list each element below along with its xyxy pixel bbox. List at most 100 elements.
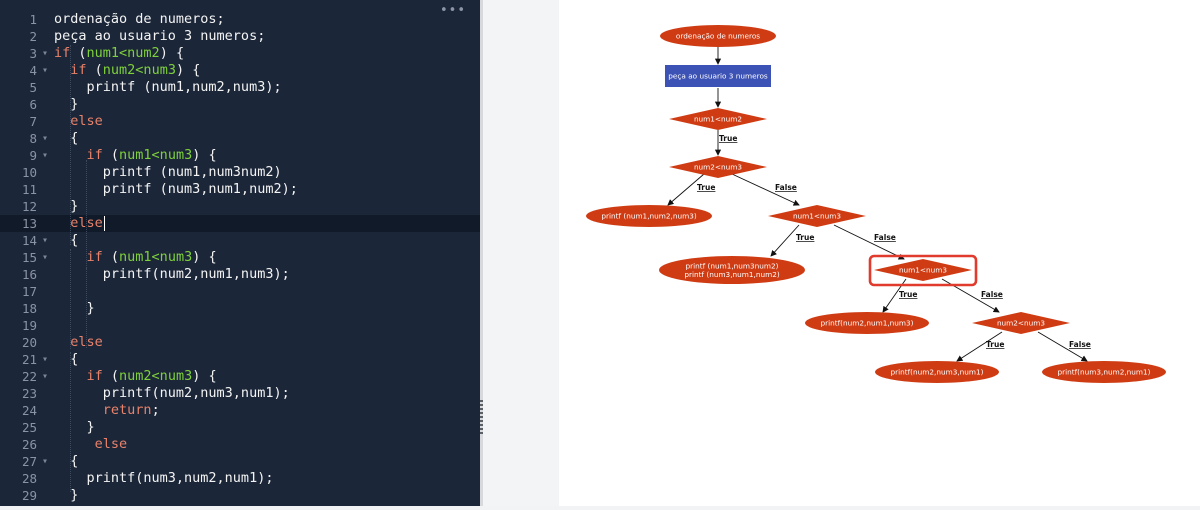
code-text[interactable]: } [54,96,78,113]
code-line[interactable]: 13 else [0,215,480,232]
node-label: num1<num3 [793,212,841,221]
fold-arrow-icon[interactable]: ▾ [42,354,49,365]
flow-node-diamond[interactable]: num2<num3 [972,312,1070,334]
code-line[interactable]: 5 printf (num1,num2,num3); [0,79,480,96]
flow-edge [1037,331,1088,362]
line-number: 19 [21,318,37,333]
code-text[interactable]: if (num2<num3) { [54,62,200,79]
code-text[interactable]: { [54,351,78,368]
code-line[interactable]: 21▾ { [0,351,480,368]
fold-arrow-icon[interactable]: ▾ [42,252,49,263]
code-line[interactable]: 4▾ if (num2<num3) { [0,62,480,79]
code-text[interactable]: } [54,419,95,436]
code-line[interactable]: 7 else [0,113,480,130]
code-text[interactable]: printf(num2,num3,num1); [54,385,290,402]
code-text[interactable]: } [54,198,78,215]
splitter-grip-icon[interactable] [480,400,483,434]
flow-node-rect[interactable]: peça ao usuario 3 numeros [665,65,771,87]
code-line[interactable]: 15 ▾ if (num1<num3) { [0,249,480,266]
code-line[interactable]: 20 else [0,334,480,351]
code-text[interactable]: else [54,334,103,351]
code-text[interactable]: peça ao usuario 3 numeros; [54,28,265,45]
code-line[interactable]: 28 printf(num3,num2,num1); [0,470,480,487]
code-line[interactable]: 24 return; [0,402,480,419]
fold-arrow-icon[interactable]: ▾ [42,456,49,467]
flow-node-diamond[interactable]: num1<num3 [768,205,866,227]
flow-node-ellipse[interactable]: printf(num2,num3,num1) [875,361,999,383]
code-text[interactable]: if (num1<num3) { [54,249,217,266]
code-text[interactable]: } [54,487,78,504]
code-text[interactable]: else [54,436,128,453]
line-number: 9 [29,148,37,163]
code-text[interactable]: printf (num3,num1,num2); [54,181,298,198]
edge-label: False [1069,340,1091,349]
code-line[interactable]: 6 } [0,96,480,113]
code-line[interactable]: 18 } [0,300,480,317]
code-text[interactable]: { [54,232,78,249]
line-number: 3 [29,46,37,61]
code-line[interactable]: 26 else [0,436,480,453]
fold-arrow-icon[interactable]: ▾ [42,150,49,161]
code-line[interactable]: 11 printf (num3,num1,num2); [0,181,480,198]
code-line[interactable]: 19 [0,317,480,334]
code-line[interactable]: 25 } [0,419,480,436]
code-line[interactable]: 17 [0,283,480,300]
flow-node-ellipse[interactable]: printf(num3,num2,num1) [1042,361,1166,383]
flow-node-ellipse[interactable]: printf (num1,num3num2)printf (num3,num1,… [659,256,805,284]
code-line[interactable]: 14▾ { [0,232,480,249]
code-line[interactable]: 27▾ { [0,453,480,470]
code-text[interactable]: printf (num1,num3num2) [54,164,282,181]
pane-splitter[interactable] [480,0,483,506]
code-line[interactable]: 16 printf(num2,num1,num3); [0,266,480,283]
code-text[interactable]: return; [54,402,160,419]
code-text[interactable]: } [54,300,95,317]
code-line[interactable]: 9 ▾ if (num1<num3) { [0,147,480,164]
code-text[interactable]: if (num1<num3) { [54,147,217,164]
flow-node-diamond[interactable]: num2<num3 [669,156,767,178]
editor-more-menu-icon[interactable]: ••• [440,3,467,18]
line-number: 15 [21,250,37,265]
code-text[interactable]: else [54,113,103,130]
code-token: printf (num3,num1,num2); [54,181,298,197]
code-token: } [54,487,79,503]
fold-arrow-icon[interactable]: ▾ [42,371,49,382]
code-line[interactable]: 10 printf (num1,num3num2) [0,164,480,181]
code-text[interactable]: printf(num3,num2,num1); [54,470,274,487]
line-number: 5 [29,80,37,95]
code-text[interactable]: printf (num1,num2,num3); [54,79,282,96]
flow-node-ellipse[interactable]: printf(num2,num1,num3) [805,312,929,334]
node-label: ordenação de numeros [676,32,760,41]
code-line[interactable]: 12 } [0,198,480,215]
line-number: 8 [29,131,37,146]
fold-arrow-icon[interactable]: ▾ [42,65,49,76]
node-label: printf(num3,num2,num1) [1057,368,1150,377]
code-line[interactable]: 3 ▾ if (num1<num2) { [0,45,480,62]
code-line[interactable]: 1 ordenação de numeros; [0,11,480,28]
code-line[interactable]: 22▾ if (num2<num3) { [0,368,480,385]
flow-node-diamond[interactable]: num1<num3 [874,259,972,281]
flow-node-ellipse[interactable]: printf (num1,num2,num3) [586,205,712,227]
code-text[interactable]: { [54,130,78,147]
line-number: 1 [29,12,37,27]
code-line[interactable]: 29 } [0,487,480,504]
fold-arrow-icon[interactable]: ▾ [42,48,49,59]
line-number: 29 [21,488,37,503]
line-number: 18 [21,301,37,316]
code-text[interactable]: if (num2<num3) { [54,368,217,385]
code-line[interactable]: 8 ▾ { [0,130,480,147]
code-text[interactable]: else [54,215,105,232]
code-text[interactable]: { [54,453,78,470]
fold-arrow-icon[interactable]: ▾ [42,235,49,246]
fold-arrow-icon[interactable]: ▾ [42,133,49,144]
code-text[interactable]: printf(num2,num1,num3); [54,266,290,283]
code-text[interactable]: ordenação de numeros; [54,11,225,28]
line-number: 23 [21,386,37,401]
flow-node-diamond[interactable]: num1<num2 [669,108,767,130]
flow-node-ellipse[interactable]: ordenação de numeros [660,25,776,47]
code-line[interactable]: 23 printf(num2,num3,num1); [0,385,480,402]
code-text[interactable]: if (num1<num2) { [54,45,184,62]
